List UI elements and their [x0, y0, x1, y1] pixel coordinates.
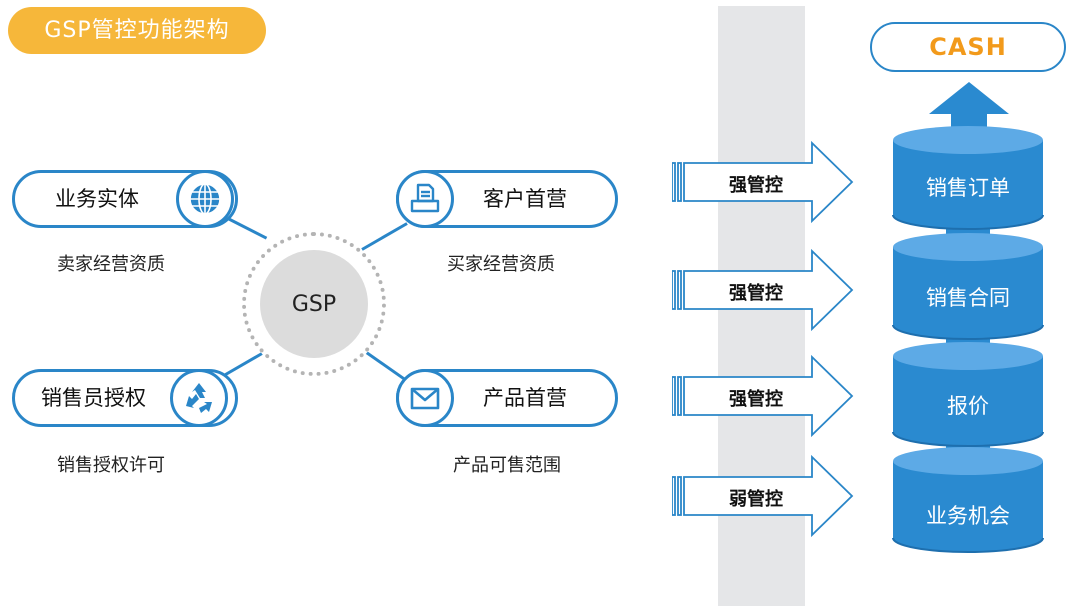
control-arrow: [671, 454, 858, 541]
gsp-center: GSP: [242, 232, 386, 376]
printer-icon: [396, 170, 454, 228]
mail-icon: [396, 369, 454, 427]
page-title: GSP管控功能架构: [8, 7, 266, 54]
cylinder-stack: [888, 120, 1058, 564]
control-label-4: 弱管控: [729, 489, 783, 510]
recycle-icon: [170, 369, 228, 427]
control-label-2: 强管控: [729, 283, 783, 304]
product-first-label: 产品首营: [483, 386, 567, 410]
up-arrow-icon: [929, 82, 1009, 142]
connector-line: [361, 222, 408, 251]
business-entity-label: 业务实体: [55, 187, 139, 211]
connector-line: [364, 350, 407, 382]
cash-pill: CASH: [870, 22, 1066, 72]
stack-label-quote: 报价: [947, 394, 989, 418]
customer-first-label: 客户首营: [483, 187, 567, 211]
product-first-sub: 产品可售范围: [453, 455, 561, 476]
control-arrow: [671, 140, 858, 227]
control-label-1: 强管控: [729, 175, 783, 196]
stack-label-sales-contract: 销售合同: [926, 286, 1010, 310]
sales-auth-label: 销售员授权: [41, 386, 146, 410]
stack-label-sales-order: 销售订单: [926, 176, 1010, 200]
control-label-3: 强管控: [729, 389, 783, 410]
control-arrow: [671, 354, 858, 441]
control-arrow: [671, 248, 858, 335]
business-entity-sub: 卖家经营资质: [57, 254, 165, 275]
sales-auth-sub: 销售授权许可: [57, 455, 165, 476]
globe-icon: [176, 170, 234, 228]
customer-first-sub: 买家经营资质: [447, 254, 555, 275]
stack-label-opportunity: 业务机会: [926, 504, 1010, 528]
gsp-center-label: GSP: [291, 291, 337, 317]
